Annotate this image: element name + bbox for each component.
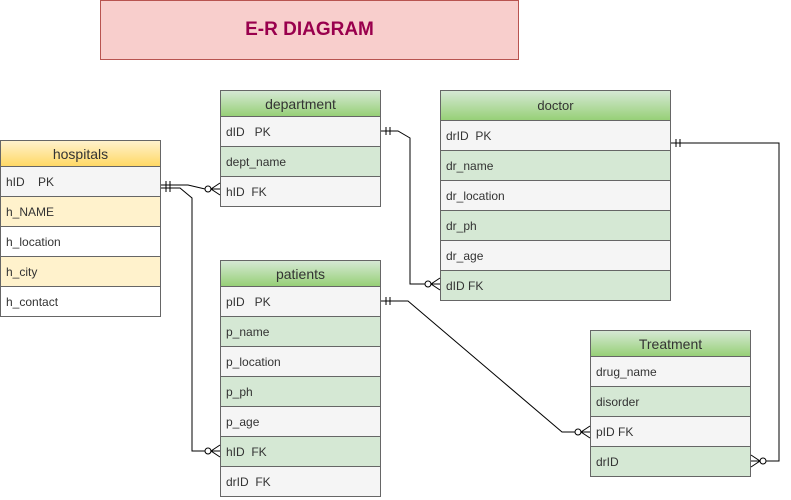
entity-patients[interactable]: patients pID PK p_name p_location p_ph p… <box>220 260 381 497</box>
entity-department[interactable]: department dID PK dept_name hID FK <box>220 90 381 207</box>
crows-foot-mark <box>210 182 221 196</box>
zero-or-many-mark <box>204 447 212 455</box>
zero-or-many-mark <box>204 185 212 193</box>
entity-header[interactable]: doctor <box>441 91 670 121</box>
entity-field[interactable]: dID FK <box>441 271 670 300</box>
entity-field[interactable]: p_age <box>221 407 380 437</box>
entity-header[interactable]: department <box>221 91 380 117</box>
entity-field[interactable]: drID FK <box>221 467 380 496</box>
crows-foot-mark <box>750 454 761 468</box>
entity-field[interactable]: drug_name <box>591 357 750 387</box>
link-hospitals-patients <box>161 187 220 452</box>
entity-header[interactable]: patients <box>221 261 380 287</box>
entity-field[interactable]: drID <box>591 447 750 476</box>
entity-field[interactable]: dept_name <box>221 147 380 177</box>
entity-field[interactable]: dr_age <box>441 241 670 271</box>
zero-or-many-mark <box>759 457 767 465</box>
entity-field[interactable]: p_name <box>221 317 380 347</box>
entity-field[interactable]: dr_name <box>441 151 670 181</box>
link-patients-treatment <box>381 300 590 433</box>
link-department-doctor <box>381 130 440 285</box>
entity-field[interactable]: h_NAME <box>1 197 160 227</box>
entity-field[interactable]: dr_location <box>441 181 670 211</box>
entity-treatment[interactable]: Treatment drug_name disorder pID FK drID <box>590 330 751 477</box>
link-hospitals-department <box>161 184 220 190</box>
entity-field[interactable]: dID PK <box>221 117 380 147</box>
zero-or-many-mark <box>574 428 582 436</box>
entity-field[interactable]: hID PK <box>1 167 160 197</box>
entity-field[interactable]: disorder <box>591 387 750 417</box>
entity-field[interactable]: pID FK <box>591 417 750 447</box>
entity-hospitals[interactable]: hospitals hID PK h_NAME h_location h_cit… <box>0 140 161 317</box>
entity-doctor[interactable]: doctor drID PK dr_name dr_location dr_ph… <box>440 90 671 301</box>
entity-field[interactable]: pID PK <box>221 287 380 317</box>
crows-foot-mark <box>580 425 591 439</box>
entity-field[interactable]: h_location <box>1 227 160 257</box>
entity-field[interactable]: drID PK <box>441 121 670 151</box>
entity-field[interactable]: h_contact <box>1 287 160 316</box>
entity-field[interactable]: hID FK <box>221 437 380 467</box>
entity-field[interactable]: dr_ph <box>441 211 670 241</box>
entity-field[interactable]: hID FK <box>221 177 380 206</box>
entity-field[interactable]: p_location <box>221 347 380 377</box>
diagram-title-box: E-R DIAGRAM <box>100 0 519 60</box>
crows-foot-mark <box>430 277 441 291</box>
crows-foot-mark <box>210 444 221 458</box>
entity-field[interactable]: p_ph <box>221 377 380 407</box>
zero-or-many-mark <box>424 280 432 288</box>
entity-field[interactable]: h_city <box>1 257 160 287</box>
entity-header[interactable]: Treatment <box>591 331 750 357</box>
diagram-title: E-R DIAGRAM <box>245 19 374 40</box>
entity-header[interactable]: hospitals <box>1 141 160 167</box>
